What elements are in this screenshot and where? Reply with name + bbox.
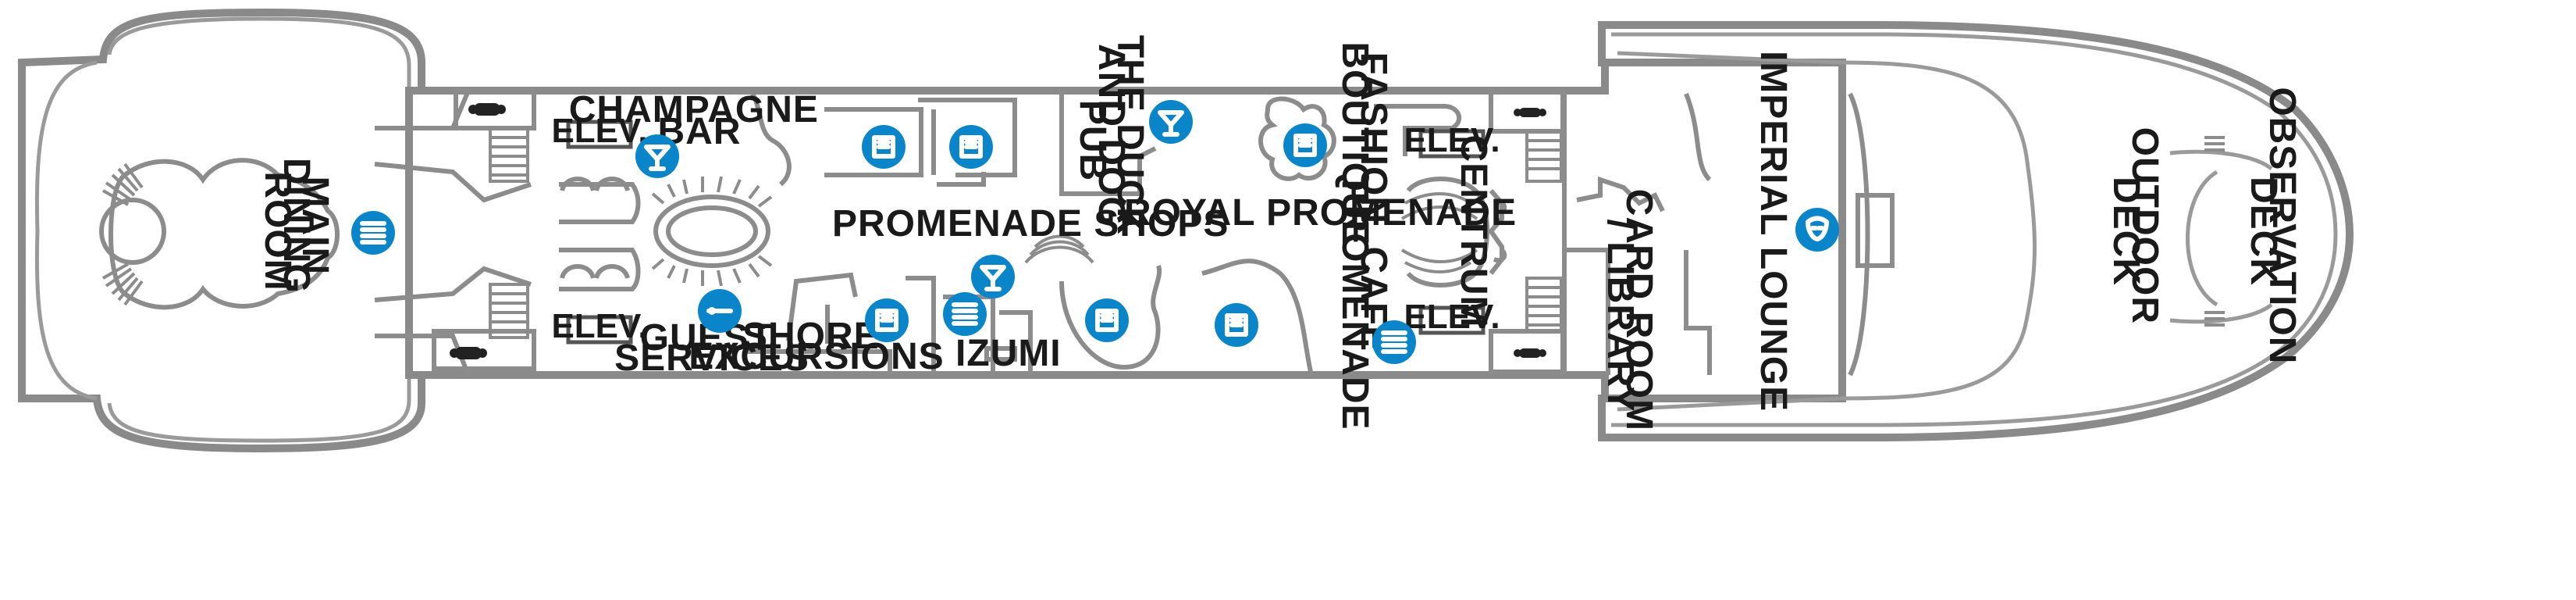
duck-and-dog-pub-label: THE DUCK AND DOG PUB xyxy=(1072,35,1151,246)
shop-icon xyxy=(1215,303,1258,347)
restroom-symbols xyxy=(450,103,1546,359)
promenade-shops-label: PROMENADE SHOPS xyxy=(832,203,1229,245)
fashion-boutique-label: FASHION BOUTIQUE xyxy=(1334,41,1394,245)
izumi-label: IZUMI xyxy=(955,333,1062,374)
interior-walls xyxy=(99,88,2225,377)
observation-deck-label: OBSERVATION DECK xyxy=(2243,87,2303,375)
svg-text:ELEV.: ELEV. xyxy=(1404,121,1500,159)
royal-promenade-label: ROYAL PROMENADE xyxy=(1124,192,1517,234)
elevator-labels: ELEV. ELEV. ELEV. ELEV. xyxy=(551,112,1500,345)
dining-icon xyxy=(351,211,395,255)
shop-icon xyxy=(1085,298,1129,342)
restroom-icon xyxy=(468,103,506,116)
area-labels: MAIN DINING ROOM CHAMPAGNE BAR GUEST SER… xyxy=(257,35,2303,443)
outdoor-deck-label: OUTDOOR DECK xyxy=(2105,127,2165,336)
shop-icon xyxy=(1283,123,1327,167)
dining-icon xyxy=(1372,320,1416,364)
centrum-label: CENTRUM xyxy=(1453,135,1494,328)
restroom-icon xyxy=(450,347,487,359)
card-room-library-label: CARD ROOM / LIBRARY xyxy=(1599,189,1660,443)
elevator-label: ELEV. xyxy=(1404,121,1500,159)
main-dining-room-label: MAIN DINING ROOM xyxy=(257,158,336,305)
guest-services-icon xyxy=(698,289,742,333)
restroom-icon xyxy=(1514,348,1546,358)
bar-icon xyxy=(635,134,679,178)
shop-icon xyxy=(862,125,906,169)
amenity-icons xyxy=(351,100,1839,364)
dining-icon xyxy=(943,292,987,336)
elevator-label: ELEV. xyxy=(551,112,647,150)
shop-icon xyxy=(949,125,993,169)
elevator-label: ELEV. xyxy=(1404,298,1500,336)
svg-text:ELEV.: ELEV. xyxy=(551,112,647,150)
bow-hull xyxy=(1598,21,2354,441)
aft-hull xyxy=(18,8,425,453)
imperial-lounge-label: IMPERIAL LOUNGE xyxy=(1752,51,1794,412)
bar-icon xyxy=(971,255,1015,298)
shop-icon xyxy=(865,298,909,342)
shore-excursions-label: SHORE EXCURSIONS xyxy=(688,316,944,377)
bar-icon xyxy=(1149,100,1193,144)
theater-icon xyxy=(1795,208,1839,252)
restroom-icon xyxy=(1514,108,1546,117)
svg-text:ELEV.: ELEV. xyxy=(1404,298,1500,336)
champagne-bar-label: CHAMPAGNE BAR xyxy=(569,89,830,152)
svg-text:ELEV.: ELEV. xyxy=(551,307,647,345)
elevator-label: ELEV. xyxy=(551,307,647,345)
